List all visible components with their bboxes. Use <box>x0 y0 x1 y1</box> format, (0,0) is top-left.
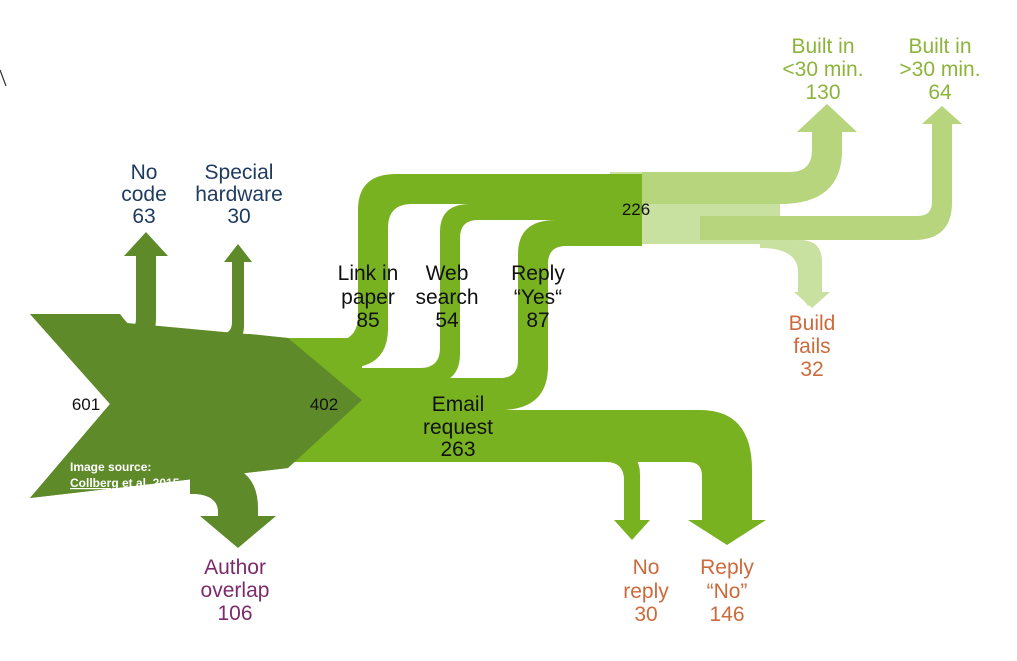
node-reply-yes: Reply “Yes“ 87 <box>511 262 565 332</box>
built-over-30-line1: Built in <box>908 35 971 58</box>
image-source-label: Image source: <box>70 460 151 474</box>
no-reply-value: 30 <box>634 603 657 626</box>
node-reply-no: Reply “No” 146 <box>700 556 754 626</box>
no-code-line1: No <box>131 161 158 184</box>
author-overlap-line1: Author <box>204 556 266 579</box>
build-fails-value: 32 <box>800 358 823 381</box>
email-request-band <box>288 338 766 545</box>
reply-yes-line1: Reply <box>511 262 565 285</box>
node-build-fails: Build fails 32 <box>789 312 836 381</box>
node-link-in-paper: Link in paper 85 <box>338 262 399 332</box>
node-email-request: Email request 263 <box>423 393 493 461</box>
build-outcome-flows <box>610 104 962 308</box>
node-no-code: No code 63 <box>121 161 167 228</box>
link-in-paper-line2: paper <box>341 286 395 309</box>
author-overlap-value: 106 <box>217 602 252 625</box>
link-in-paper-line1: Link in <box>338 262 399 285</box>
node-web-search: Web search 54 <box>415 262 478 332</box>
build-fails-line1: Build <box>789 312 836 335</box>
no-code-line2: code <box>121 183 167 206</box>
special-hardware-line2: hardware <box>195 183 283 206</box>
node-built-over-30: Built in >30 min. 64 <box>899 35 980 104</box>
build-fails-flow <box>760 240 818 306</box>
no-code-flow <box>100 232 168 352</box>
link-in-paper-flow <box>288 174 642 368</box>
node-special-hardware: Special hardware 30 <box>195 161 283 228</box>
built-under-30-line2: <30 min. <box>782 58 863 81</box>
no-reply-flow <box>600 452 650 540</box>
reply-no-value: 146 <box>709 603 744 626</box>
email-request-line2: request <box>423 416 493 439</box>
build-fails-line2: fails <box>793 335 830 358</box>
built-under-30-flow <box>642 104 857 204</box>
built-under-30-line1: Built in <box>791 35 854 58</box>
special-hardware-flow <box>190 244 252 346</box>
node-built-under-30: Built in <30 min. 130 <box>782 35 863 104</box>
initial-filter-flows <box>30 232 362 548</box>
reply-no-line2: “No” <box>707 580 748 603</box>
built-over-30-line2: >30 min. <box>899 58 980 81</box>
web-search-line2: search <box>415 286 478 309</box>
yes-pool-226-value: 226 <box>622 200 650 219</box>
no-reply-line1: No <box>633 556 660 579</box>
reply-yes-value: 87 <box>526 309 549 332</box>
yes-pool-band <box>610 104 962 308</box>
total-601-value: 601 <box>72 395 100 414</box>
image-source-link[interactable]: Collberg et al. 2015 <box>70 476 180 490</box>
reply-yes-flow <box>350 220 642 410</box>
author-overlap-flow <box>190 462 276 548</box>
special-hardware-line1: Special <box>205 161 274 184</box>
email-request-line1: Email <box>432 393 485 416</box>
special-hardware-value: 30 <box>227 205 250 228</box>
corner-mark <box>0 69 7 87</box>
link-in-paper-value: 85 <box>356 309 379 332</box>
built-over-30-flow <box>700 106 962 240</box>
node-no-reply: No reply 30 <box>623 556 669 626</box>
no-reply-line2: reply <box>623 580 669 603</box>
main-601-body <box>30 314 288 498</box>
reply-yes-line2: “Yes“ <box>514 286 562 309</box>
built-under-30-value: 130 <box>805 81 840 104</box>
after-filter-402-value: 402 <box>310 395 338 414</box>
email-request-value: 263 <box>440 438 475 461</box>
built-over-30-value: 64 <box>928 81 952 104</box>
web-search-value: 54 <box>435 309 459 332</box>
no-code-value: 63 <box>132 205 155 228</box>
author-overlap-line2: overlap <box>201 579 270 602</box>
reply-no-line1: Reply <box>700 556 754 579</box>
node-author-overlap: Author overlap 106 <box>201 556 270 625</box>
web-search-line1: Web <box>426 262 469 285</box>
